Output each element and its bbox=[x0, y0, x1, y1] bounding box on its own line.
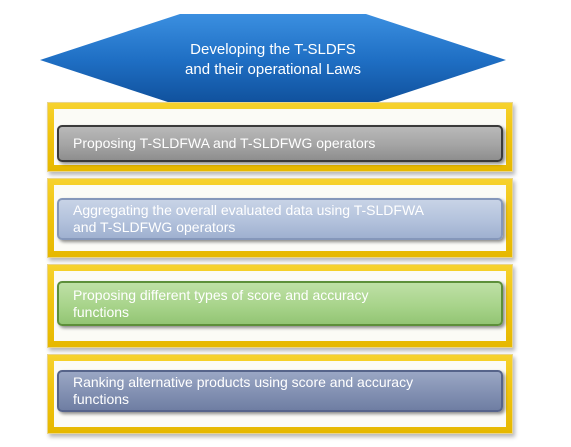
step-2-line-1: Aggregating the overall evaluated data u… bbox=[73, 202, 424, 218]
step-box-2-text: Aggregating the overall evaluated data u… bbox=[73, 202, 424, 236]
step-3-line-1: Proposing different types of score and a… bbox=[73, 286, 369, 303]
step-3-line-2: functions bbox=[73, 303, 130, 320]
step-box-4-text: Ranking alternative products using score… bbox=[73, 374, 413, 408]
header-title-line-1: Developing the T-SLDFS bbox=[190, 41, 356, 58]
step-4-line-2: functions bbox=[73, 391, 130, 407]
step-2-line-2: and T-SLDFWG operators bbox=[73, 219, 236, 235]
header-hexagon bbox=[40, 14, 506, 106]
step-box-2: Aggregating the overall evaluated data u… bbox=[57, 198, 503, 240]
step-box-1: Proposing T-SLDFWA and T-SLDFWG operator… bbox=[57, 125, 503, 162]
step-1-line-1: Proposing T-SLDFWA and T-SLDFWG operator… bbox=[73, 135, 376, 151]
step-box-3-text: Proposing different types of score and a… bbox=[73, 287, 368, 321]
step-box-3: Proposing different types of score and a… bbox=[57, 281, 503, 326]
header-title-line-2: and their operational Laws bbox=[185, 61, 361, 78]
header-title: Developing the T-SLDFS and their operati… bbox=[40, 40, 506, 80]
step-box-4: Ranking alternative products using score… bbox=[57, 370, 503, 412]
step-4-line-1: Ranking alternative products using score… bbox=[73, 374, 414, 390]
step-box-1-text: Proposing T-SLDFWA and T-SLDFWG operator… bbox=[73, 135, 375, 152]
